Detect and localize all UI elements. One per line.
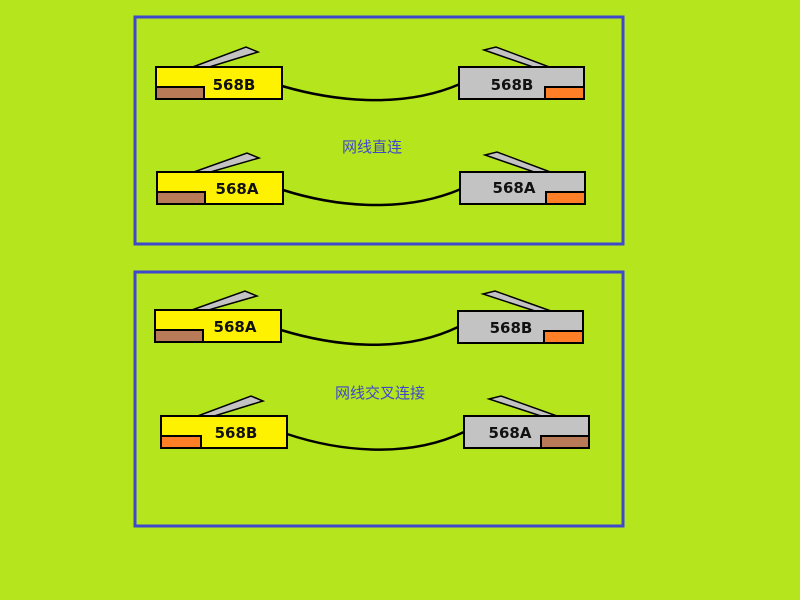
plug-stripe <box>545 191 586 205</box>
crossover-panel: 网线交叉连接 568A 568B 56 <box>133 270 625 528</box>
cable-pair: 568B 568B <box>155 46 585 102</box>
plug-label: 568B <box>490 319 533 337</box>
plug-latch <box>189 46 261 69</box>
left-plug: 568A <box>154 290 282 343</box>
left-plug: 568A <box>156 152 284 205</box>
left-plug: 568B <box>160 395 288 449</box>
cable-pair: 568A 568A <box>156 151 586 207</box>
plug-body <box>458 66 585 100</box>
cable <box>281 82 461 102</box>
plug-body <box>156 171 284 205</box>
right-plug: 568A <box>463 395 590 449</box>
right-plug: 568B <box>458 46 585 100</box>
right-plug: 568B <box>457 290 584 344</box>
cable-pair: 568B 568A <box>160 395 590 451</box>
panel-title: 网线交叉连接 <box>335 384 425 402</box>
plug-stripe <box>544 86 585 100</box>
plug-label: 568B <box>215 424 258 442</box>
plug-body <box>457 310 584 344</box>
plug-stripe <box>154 329 204 343</box>
cable <box>282 187 462 207</box>
plug-latch <box>481 46 553 69</box>
plug-label: 568B <box>213 76 256 94</box>
plug-latch <box>194 395 266 418</box>
plug-stripe <box>543 330 584 344</box>
plug-latch <box>190 152 262 174</box>
plug-latch <box>486 395 558 417</box>
plug-label: 568A <box>214 318 257 336</box>
panel-title: 网线直连 <box>342 138 402 156</box>
panel-border <box>133 15 625 246</box>
straight-through-panel: 网线直连 568B 568B 568A <box>133 15 625 246</box>
plug-label: 568B <box>491 76 534 94</box>
left-plug: 568B <box>155 46 283 100</box>
plug-stripe <box>160 435 202 449</box>
plug-label: 568A <box>489 424 532 442</box>
right-plug: 568A <box>459 151 586 205</box>
panel-border <box>133 270 625 528</box>
plug-latch <box>188 290 260 312</box>
plug-label: 568A <box>216 180 259 198</box>
cable <box>286 430 465 451</box>
cable <box>280 325 459 346</box>
plug-stripe <box>156 191 206 205</box>
cable-pair: 568A 568B <box>154 290 584 346</box>
plug-stripe <box>540 435 590 449</box>
plug-stripe <box>155 86 205 100</box>
plug-latch <box>480 290 552 312</box>
plug-latch <box>482 151 554 174</box>
plug-label: 568A <box>493 179 536 197</box>
